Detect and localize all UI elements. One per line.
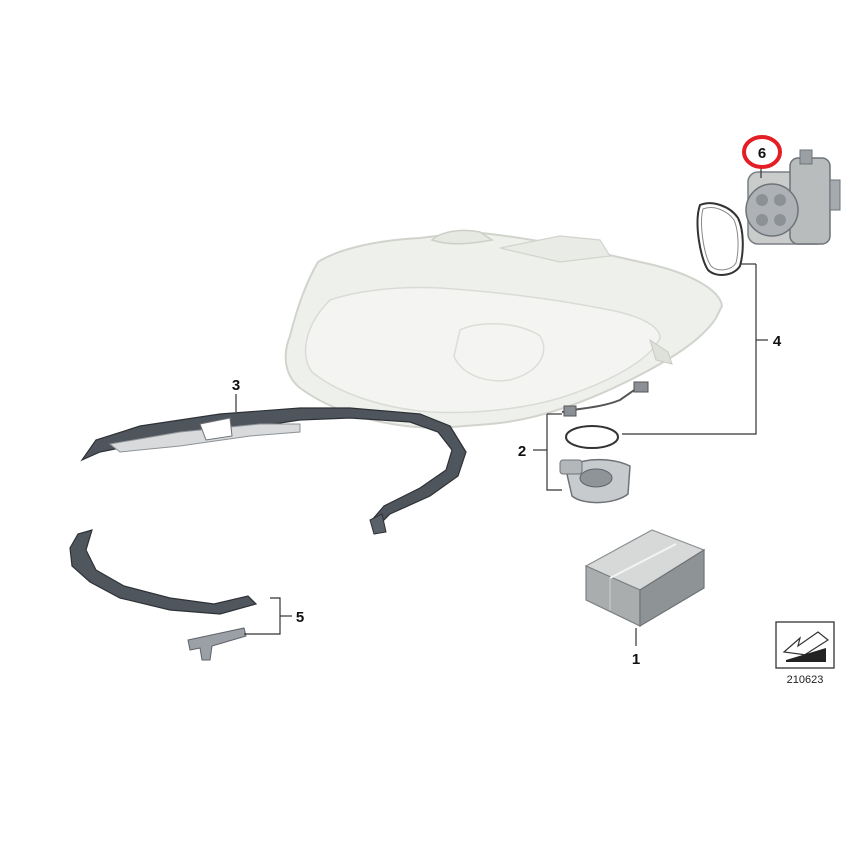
callout-5: 5 [296, 609, 304, 626]
box-part [584, 529, 706, 628]
reference-number: 210623 [787, 674, 824, 686]
highlight-ring [742, 135, 782, 169]
callout-3: 3 [232, 377, 240, 394]
callout-6: 6 [758, 145, 766, 162]
actuator-part [559, 381, 649, 504]
trim-strip-part [80, 407, 467, 535]
callout-2: 2 [518, 443, 526, 460]
direction-arrow-icon [782, 631, 830, 662]
callout-4: 4 [773, 333, 782, 350]
reference-panel: 210623 [775, 621, 835, 686]
leader-lines [235, 166, 768, 646]
lower-trim-part [69, 529, 258, 661]
led-module-part [696, 149, 841, 276]
headlight-assembly [284, 229, 724, 430]
callout-1: 1 [632, 651, 640, 668]
